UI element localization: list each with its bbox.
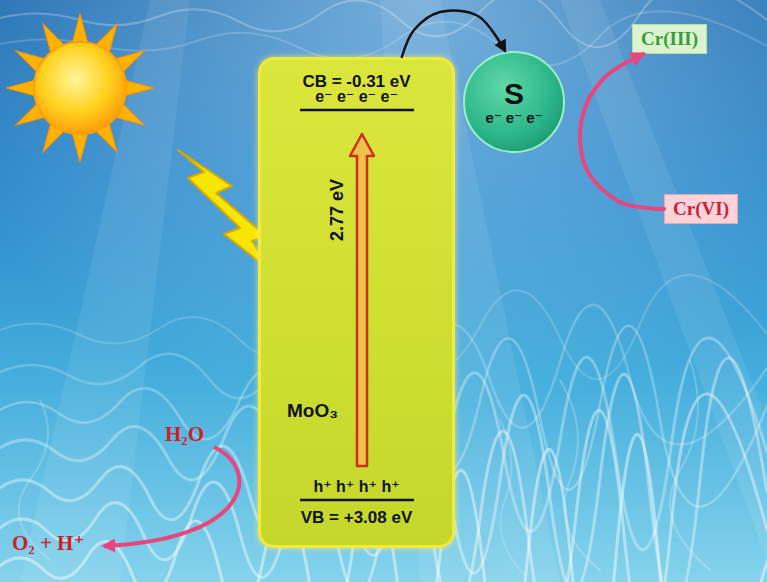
- material-name: MoO₃: [287, 400, 338, 422]
- light-rays: [20, 0, 767, 582]
- oxidation-arrow: [104, 447, 239, 546]
- element-symbol: S: [504, 77, 524, 110]
- reactant-label: H₂O: [165, 423, 204, 446]
- surface-ripples: [0, 0, 767, 66]
- hole-row: h⁺ h⁺ h⁺ h⁺: [313, 478, 399, 496]
- electron-transfer-arrow: [402, 10, 505, 57]
- product-box: Cr(III): [632, 24, 707, 54]
- electron-row: e⁻ e⁻ e⁻: [485, 110, 542, 127]
- product-label: O₂ + H⁺: [12, 532, 85, 555]
- band-energy: VB = +3.08 eV: [301, 508, 413, 528]
- circle-shape: [464, 52, 564, 152]
- sun: [6, 14, 154, 162]
- label-slot: O₂ + H⁺: [12, 532, 85, 555]
- semiconductor-band: CB = -0.31 eVe⁻ e⁻ e⁻ e⁻2.77 eVMoO₃h⁺ h⁺…: [258, 57, 455, 548]
- electron-row: e⁻ e⁻ e⁻ e⁻: [315, 88, 398, 106]
- conduction-band-line: [300, 109, 414, 112]
- species-name: Cr(VI): [673, 198, 729, 220]
- text-slot: VB = +3.08 eV: [261, 508, 452, 528]
- text-slot: h⁺ h⁺ h⁺ h⁺: [261, 478, 452, 496]
- valence-band-line: [300, 499, 414, 502]
- excitation-arrow: [350, 134, 374, 466]
- band-gap-value: 2.77 eV: [327, 179, 348, 241]
- species-name: Cr(III): [641, 28, 698, 50]
- text-slot: e⁻ e⁻ e⁻ e⁻: [261, 88, 452, 106]
- reduction-arrow: [580, 54, 664, 209]
- reactant-box: Cr(VI): [664, 194, 738, 224]
- label-slot: H₂O: [165, 423, 204, 446]
- text-slot: MoO₃: [287, 400, 338, 422]
- sulfur-circle: Se⁻ e⁻ e⁻: [462, 50, 566, 154]
